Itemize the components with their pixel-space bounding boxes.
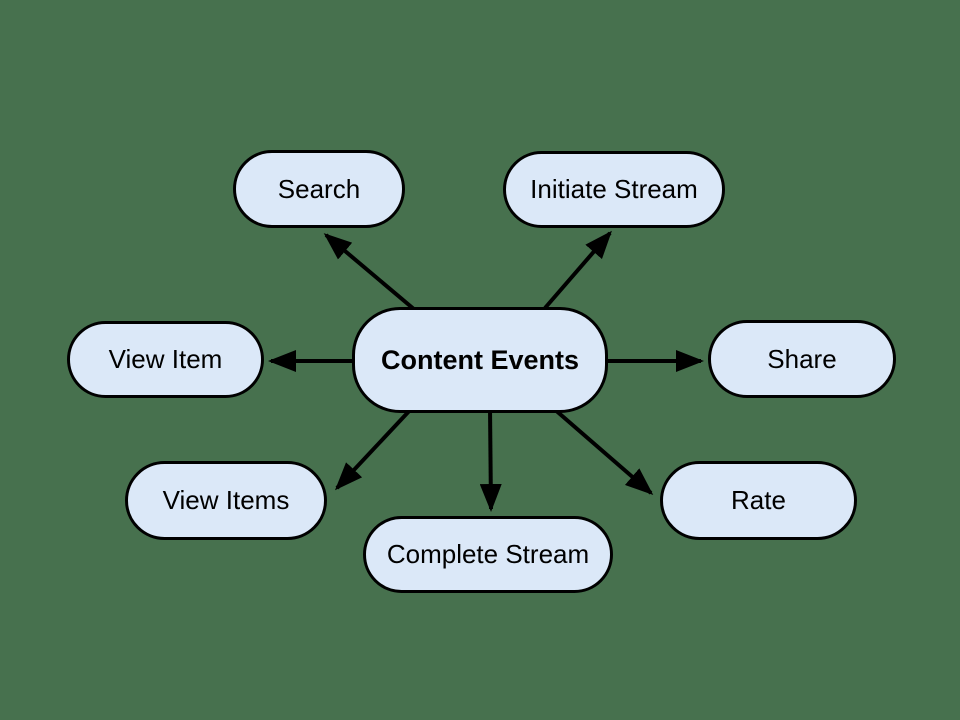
- arrow-center-to-view-items: [334, 406, 414, 491]
- node-initiate-stream-label: Initiate Stream: [530, 174, 698, 204]
- node-complete-stream: Complete Stream: [363, 516, 613, 593]
- arrow-center-to-search: [323, 233, 417, 312]
- arrow-center-to-complete-stream: [479, 407, 502, 512]
- node-view-item-label: View Item: [108, 344, 223, 374]
- node-view-items: View Items: [125, 461, 327, 540]
- node-content-events: Content Events: [352, 307, 608, 413]
- node-initiate-stream: Initiate Stream: [503, 151, 725, 228]
- arrow-center-to-rate: [551, 406, 654, 495]
- node-rate: Rate: [660, 461, 857, 540]
- node-search-label: Search: [277, 173, 361, 204]
- node-complete-stream-label: Complete Stream: [386, 539, 590, 569]
- node-view-item: View Item: [67, 321, 264, 398]
- node-content-events-label: Content Events: [380, 344, 580, 375]
- node-rate-label: Rate: [731, 485, 786, 515]
- node-share: Share: [708, 320, 896, 398]
- node-view-items-label: View Items: [162, 485, 290, 515]
- node-search: Search: [233, 150, 405, 228]
- node-share-label: Share: [767, 343, 837, 374]
- arrow-center-to-initiate-stream: [543, 230, 612, 310]
